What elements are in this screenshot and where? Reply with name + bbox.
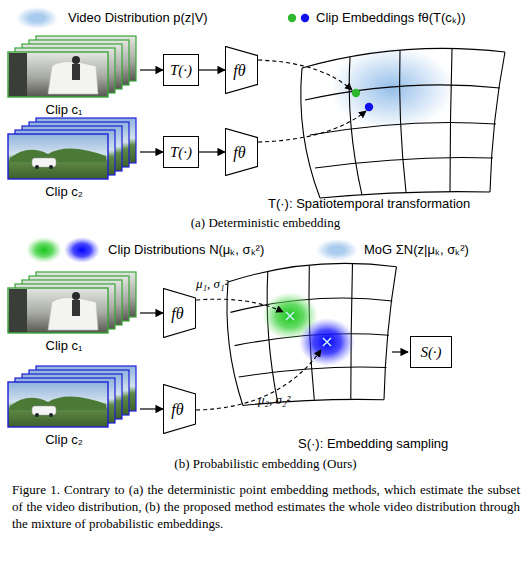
- flow-arrow: [140, 151, 163, 152]
- encoder-trapezoid: fθ: [225, 46, 258, 94]
- annotation-label: μ₂, σ₂²: [258, 392, 338, 408]
- legend-text: MoG ΣN(z|μₖ, σₖ²): [364, 242, 520, 258]
- trapezoid-shape: [225, 46, 257, 93]
- encoder-trapezoid: fθ: [225, 128, 258, 176]
- green-dot: [288, 14, 296, 22]
- annotation-label: S(·): Embedding sampling: [298, 436, 528, 452]
- mean-marker: [323, 338, 331, 346]
- node-text: T(·): [170, 62, 192, 79]
- dashed-arrow: [196, 299, 283, 312]
- clip-distribution: [299, 318, 355, 366]
- flow-arrow: [140, 408, 163, 409]
- legend-swatch: [316, 239, 358, 261]
- node-text: fθ: [171, 305, 183, 322]
- trapezoid-shape: [163, 385, 195, 434]
- flow-arrow: [140, 69, 163, 70]
- clip-stack: Clip c₂: [8, 366, 140, 448]
- embedding-manifold: [301, 46, 505, 198]
- trapezoid-shape: [225, 128, 257, 175]
- legend-text: Clip Embeddings fθ(T(cₖ)): [316, 10, 520, 26]
- clip-label: Clip c₁: [8, 338, 120, 354]
- annotation-label: μ₁, σ₁²: [196, 276, 276, 292]
- flow-arrow: [199, 151, 225, 152]
- flow-arrow: [140, 312, 163, 313]
- process-box: S(·): [410, 336, 452, 368]
- clip-stack: Clip c₂: [8, 118, 140, 200]
- annotation-label: T(·): Spatiotemporal transformation: [268, 196, 530, 212]
- process-box: T(·): [163, 54, 199, 86]
- clip-label: Clip c₂: [8, 432, 120, 448]
- flow-arrow: [199, 69, 225, 70]
- mean-marker: [286, 312, 294, 320]
- clip-embedding-point: [352, 89, 360, 97]
- clip-label: Clip c₂: [8, 184, 120, 200]
- trapezoid-shape: [163, 289, 195, 338]
- clip-embedding-point: [365, 103, 373, 111]
- figure-caption: Figure 1. Contrary to (a) the determinis…: [12, 481, 520, 532]
- clip-frames: [8, 36, 136, 97]
- clip-frames: [8, 118, 136, 179]
- encoder-trapezoid: fθ: [163, 288, 196, 338]
- node-text: S(·): [420, 344, 441, 361]
- dashed-arrow: [258, 111, 366, 142]
- blue-blob: [64, 237, 100, 263]
- node-text: T(·): [170, 144, 192, 161]
- clip-frames: [8, 366, 136, 427]
- annotation-label: (a) Deterministic embedding: [0, 215, 531, 231]
- process-box: T(·): [163, 136, 199, 168]
- clip-frames: [8, 272, 136, 333]
- legend-swatch: [16, 7, 58, 29]
- encoder-trapezoid: fθ: [163, 384, 196, 434]
- clip-stack: Clip c₁: [8, 272, 140, 354]
- green-blob: [26, 237, 62, 263]
- sampling-arrow: [392, 351, 408, 352]
- node-text: fθ: [233, 144, 245, 161]
- dashed-arrow: [258, 60, 352, 90]
- node-text: fθ: [171, 401, 183, 418]
- embedding-manifold: [227, 263, 396, 405]
- node-text: fθ: [233, 62, 245, 79]
- annotation-label: (b) Probabilistic embedding (Ours): [0, 456, 531, 472]
- clip-label: Clip c₁: [8, 102, 120, 118]
- blue-dot: [301, 14, 309, 22]
- clip-stack: Clip c₁: [8, 36, 140, 118]
